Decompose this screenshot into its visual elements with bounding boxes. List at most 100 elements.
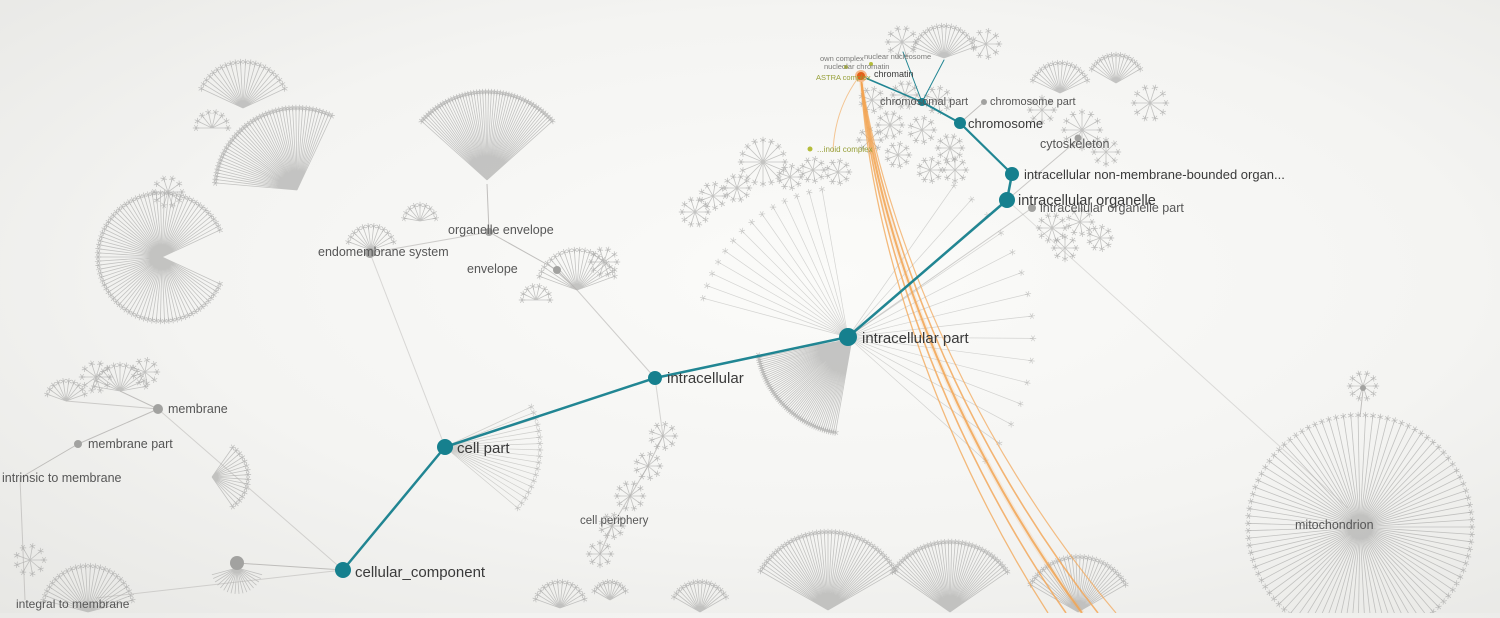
node-cellular-component[interactable]	[335, 562, 351, 578]
graph-edge	[19, 443, 79, 479]
node-cluster	[211, 444, 252, 510]
cluster-asterisk-tips	[518, 283, 554, 303]
selected-path-edge	[443, 376, 657, 449]
label-endomembrane-system: endomembrane system	[318, 245, 449, 259]
node-endomembrane-system[interactable]	[365, 248, 375, 258]
cluster-asterisk-tips	[940, 155, 970, 185]
label-integral-to-membrane: integral to membrane	[16, 597, 130, 611]
node-mitochondrion-stem-node[interactable]	[1360, 385, 1366, 391]
selected-path-edge	[921, 101, 961, 124]
label-chromosome: chromosome	[968, 116, 1043, 131]
node-cluster	[1050, 233, 1080, 263]
node-cluster	[585, 539, 615, 569]
cluster-asterisk-tips	[824, 157, 853, 187]
graph-edge	[847, 207, 1033, 338]
label-mitochondrion: mitochondrion	[1295, 518, 1374, 532]
node-cluster	[1346, 370, 1380, 402]
selected-path-edge	[846, 198, 1009, 339]
node-cluster	[678, 196, 712, 228]
selected-path-edge	[902, 51, 923, 103]
node-chromosome[interactable]	[954, 117, 966, 129]
cluster-layer	[13, 22, 1476, 618]
node-intracellular[interactable]	[648, 371, 662, 385]
node-cluster	[907, 114, 938, 146]
node-membrane-part[interactable]	[74, 440, 82, 448]
highlighted-relation-edge	[860, 77, 1117, 614]
node-cluster	[940, 155, 970, 185]
node-membrane[interactable]	[153, 404, 163, 414]
node-cluster	[916, 155, 945, 185]
node-chromosome-part[interactable]	[981, 99, 987, 105]
node-cluster	[934, 133, 966, 163]
cluster-asterisk-tips	[1086, 223, 1115, 253]
cluster-asterisk-tips	[587, 246, 621, 278]
node-cluster	[1086, 223, 1115, 253]
cluster-asterisk-tips	[776, 162, 805, 192]
node-cluster	[874, 110, 906, 140]
node-unlabeled-node[interactable]	[230, 556, 244, 570]
node-chromatin[interactable]	[855, 70, 867, 82]
node-cluster	[1029, 59, 1091, 94]
node-cluster	[884, 140, 913, 170]
cluster-asterisk-tips	[1029, 59, 1091, 84]
cluster-asterisk-tips	[78, 360, 114, 394]
cluster-asterisk-tips	[910, 22, 978, 51]
node-cluster	[671, 578, 729, 613]
label-cytoskeleton: cytoskeleton	[1040, 137, 1110, 151]
cluster-asterisk-tips	[699, 186, 826, 302]
accent-node-dot[interactable]	[844, 65, 848, 69]
accent-node-dot[interactable]	[869, 62, 873, 66]
label-membrane-part: membrane part	[88, 437, 173, 451]
label-cell-periphery: cell periphery	[580, 515, 649, 527]
node-chromosomal-part[interactable]	[918, 98, 926, 106]
node-cluster	[212, 104, 335, 191]
node-cluster	[587, 246, 621, 278]
cluster-asterisk-tips	[418, 88, 556, 125]
node-cytoskeleton[interactable]	[1074, 134, 1082, 142]
accent-node-dot[interactable]	[807, 146, 813, 152]
graph-edge	[157, 408, 344, 571]
node-envelope[interactable]	[553, 266, 561, 274]
label-chromatin: chromatin	[874, 69, 914, 79]
node-cluster	[757, 528, 899, 611]
graph-edge	[95, 569, 344, 599]
label-intracellular-part: intracellular part	[862, 330, 970, 347]
node-intracellular-organelle-part[interactable]	[1028, 204, 1036, 212]
node-cluster	[698, 180, 729, 212]
graph-edge	[486, 183, 490, 233]
node-cluster	[44, 377, 88, 402]
cluster-asterisk-tips	[613, 480, 647, 512]
graph-edge	[369, 231, 490, 254]
node-organelle-envelope[interactable]	[485, 228, 493, 236]
label-intracellular-organelle: intracellular organelle	[1018, 193, 1156, 209]
cluster-asterisk-tips	[970, 27, 1003, 61]
node-intracellular-organelle[interactable]	[999, 192, 1015, 208]
node-cluster	[755, 338, 853, 436]
graph-edge	[629, 465, 649, 497]
graph-edge	[119, 390, 159, 410]
node-cluster	[970, 27, 1003, 61]
node-cluster	[536, 246, 618, 291]
edge-layer	[19, 101, 1364, 601]
graph-edge	[1359, 389, 1364, 418]
highlighted-relation-edge	[860, 77, 1049, 614]
cluster-asterisk-tips	[591, 578, 629, 595]
cluster-asterisk-tips	[874, 110, 906, 140]
node-cluster	[1088, 51, 1144, 84]
node-cell-part[interactable]	[437, 439, 453, 455]
path-edge-layer	[341, 51, 1014, 572]
cluster-asterisk-tips	[884, 25, 920, 59]
node-cluster	[130, 356, 161, 388]
graph-edge	[599, 525, 613, 555]
node-intracellular-part[interactable]	[839, 328, 857, 346]
node-cluster	[192, 109, 232, 131]
node-intracellular-non-membrane-bounded-organelle[interactable]	[1005, 167, 1019, 181]
node-cluster	[1065, 206, 1096, 238]
cluster-asterisk-tips	[721, 173, 753, 203]
node-cluster	[401, 201, 439, 222]
graph-edge	[1006, 137, 1081, 201]
selected-path-edge	[860, 75, 923, 103]
node-cluster	[776, 162, 805, 192]
